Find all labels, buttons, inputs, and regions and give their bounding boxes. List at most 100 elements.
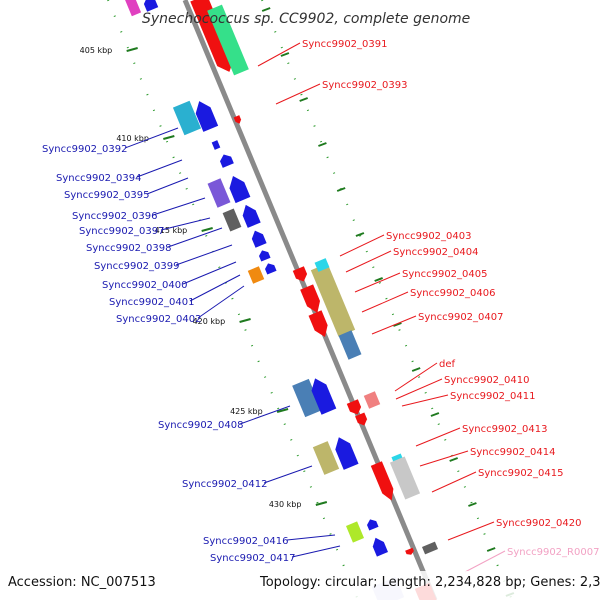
gene-label[interactable]: Syncc9902_0407 — [418, 312, 504, 323]
tick-dash — [468, 502, 477, 507]
gene-block — [207, 178, 231, 208]
leader-line — [291, 545, 341, 558]
leader-line — [339, 234, 385, 257]
gene-feature — [421, 541, 439, 555]
gene-arrow-reverse — [242, 204, 261, 228]
tick-dash — [299, 97, 309, 102]
gene-label[interactable]: Syncc9902_R0007 — [507, 547, 599, 558]
leader-line — [189, 274, 241, 302]
tick-label: 425 kbp — [230, 407, 263, 416]
gene-feature — [314, 258, 330, 272]
gene-arrow-reverse — [229, 176, 251, 204]
leader-line — [152, 197, 206, 216]
gene-label[interactable]: Syncc9902_0420 — [496, 518, 582, 529]
gene-feature — [311, 378, 337, 415]
map-title: Synechococcus sp. CC9902, complete genom… — [142, 11, 470, 27]
gene-label[interactable]: Syncc9902_0393 — [322, 80, 408, 91]
gene-arrow-forward — [346, 399, 362, 415]
tick-mark — [201, 227, 213, 232]
gene-block — [292, 378, 322, 418]
tick-dash — [486, 547, 496, 552]
tick-dash — [411, 367, 421, 372]
gene-arrow-reverse — [219, 154, 234, 168]
leader-line — [124, 127, 179, 149]
gene-label[interactable]: Syncc9902_0403 — [386, 231, 472, 242]
gene-label[interactable]: Syncc9902_0408 — [158, 420, 244, 431]
tick-mark — [239, 318, 251, 323]
gene-feature — [308, 310, 328, 337]
leader-line — [354, 272, 401, 293]
gene-feature — [292, 266, 308, 282]
gene-feature — [335, 437, 359, 470]
gene-feature — [247, 266, 265, 284]
leader-line — [464, 550, 506, 573]
tick-label: 410 kbp — [116, 134, 149, 143]
gene-feature — [143, 0, 159, 12]
gene-label[interactable]: Syncc9902_0405 — [402, 269, 488, 280]
leader-line — [345, 250, 392, 273]
gene-label[interactable]: Syncc9902_0400 — [102, 280, 188, 291]
tick-dash — [261, 7, 271, 12]
tick-dash — [355, 232, 365, 237]
gene-label[interactable]: Syncc9902_0397 — [79, 226, 165, 237]
gene-label[interactable]: Syncc9902_0394 — [56, 173, 142, 184]
gene-label[interactable]: Syncc9902_0406 — [410, 288, 496, 299]
gene-feature — [242, 204, 261, 228]
gene-block — [312, 441, 340, 475]
gene-label[interactable]: Syncc9902_0395 — [64, 190, 150, 201]
leader-line — [182, 261, 237, 285]
gene-feature — [355, 412, 368, 426]
gene-label[interactable]: Syncc9902_0414 — [470, 447, 556, 458]
gene-label[interactable]: Syncc9902_0413 — [462, 424, 548, 435]
genome-summary-text: Topology: circular; Length: 2,234,828 bp… — [259, 575, 600, 590]
tick-mark — [163, 135, 175, 140]
gene-feature — [372, 537, 389, 557]
gene-label[interactable]: Syncc9902_0404 — [393, 247, 479, 258]
footer-background — [0, 571, 600, 600]
gene-label[interactable]: Syncc9902_0412 — [182, 479, 268, 490]
tick-mark — [315, 501, 328, 506]
gene-block — [421, 541, 439, 555]
gene-label[interactable]: Syncc9902_0415 — [478, 468, 564, 479]
gene-feature — [367, 519, 379, 531]
gene-feature — [370, 461, 394, 501]
gene-label[interactable]: Syncc9902_0401 — [109, 297, 195, 308]
gene-arrow-reverse — [143, 0, 159, 12]
gene-feature — [265, 263, 277, 275]
gene-label[interactable]: Syncc9902_0392 — [42, 144, 128, 155]
gene-arrow-forward — [300, 284, 321, 313]
gene-feature — [405, 547, 414, 555]
leader-line — [431, 471, 477, 493]
gene-block — [363, 391, 381, 409]
gene-label[interactable]: Syncc9902_0402 — [116, 314, 202, 325]
gene-label[interactable]: def — [439, 359, 456, 370]
gene-label[interactable]: Syncc9902_0417 — [210, 553, 296, 564]
gene-feature — [207, 178, 231, 208]
tick-dash — [336, 187, 346, 192]
gene-label[interactable]: Syncc9902_0396 — [72, 211, 158, 222]
gene-label[interactable]: Syncc9902_0391 — [302, 39, 388, 50]
gene-label[interactable]: Syncc9902_0398 — [86, 243, 172, 254]
leader-line — [275, 83, 321, 105]
tick-label: 420 kbp — [193, 317, 226, 326]
tick-dash — [318, 142, 327, 147]
leader-line — [167, 227, 223, 248]
gene-block — [314, 258, 330, 272]
leader-line — [401, 394, 449, 407]
gene-feature — [229, 176, 251, 204]
gene-arrow-reverse — [251, 230, 267, 248]
gene-feature — [219, 154, 234, 168]
gene-feature — [300, 284, 321, 313]
leader-line — [371, 315, 417, 335]
gene-feature — [338, 330, 362, 360]
gene-feature — [389, 456, 421, 500]
gene-label[interactable]: Syncc9902_0399 — [94, 261, 180, 272]
gene-label[interactable]: Syncc9902_0410 — [444, 375, 530, 386]
gene-feature — [363, 391, 381, 409]
gene-arrow-forward — [233, 115, 242, 124]
gene-arrow-forward — [308, 310, 328, 337]
tick-mark — [276, 408, 289, 413]
gene-label[interactable]: Syncc9902_0416 — [203, 536, 289, 547]
gene-label[interactable]: Syncc9902_0411 — [450, 391, 536, 402]
